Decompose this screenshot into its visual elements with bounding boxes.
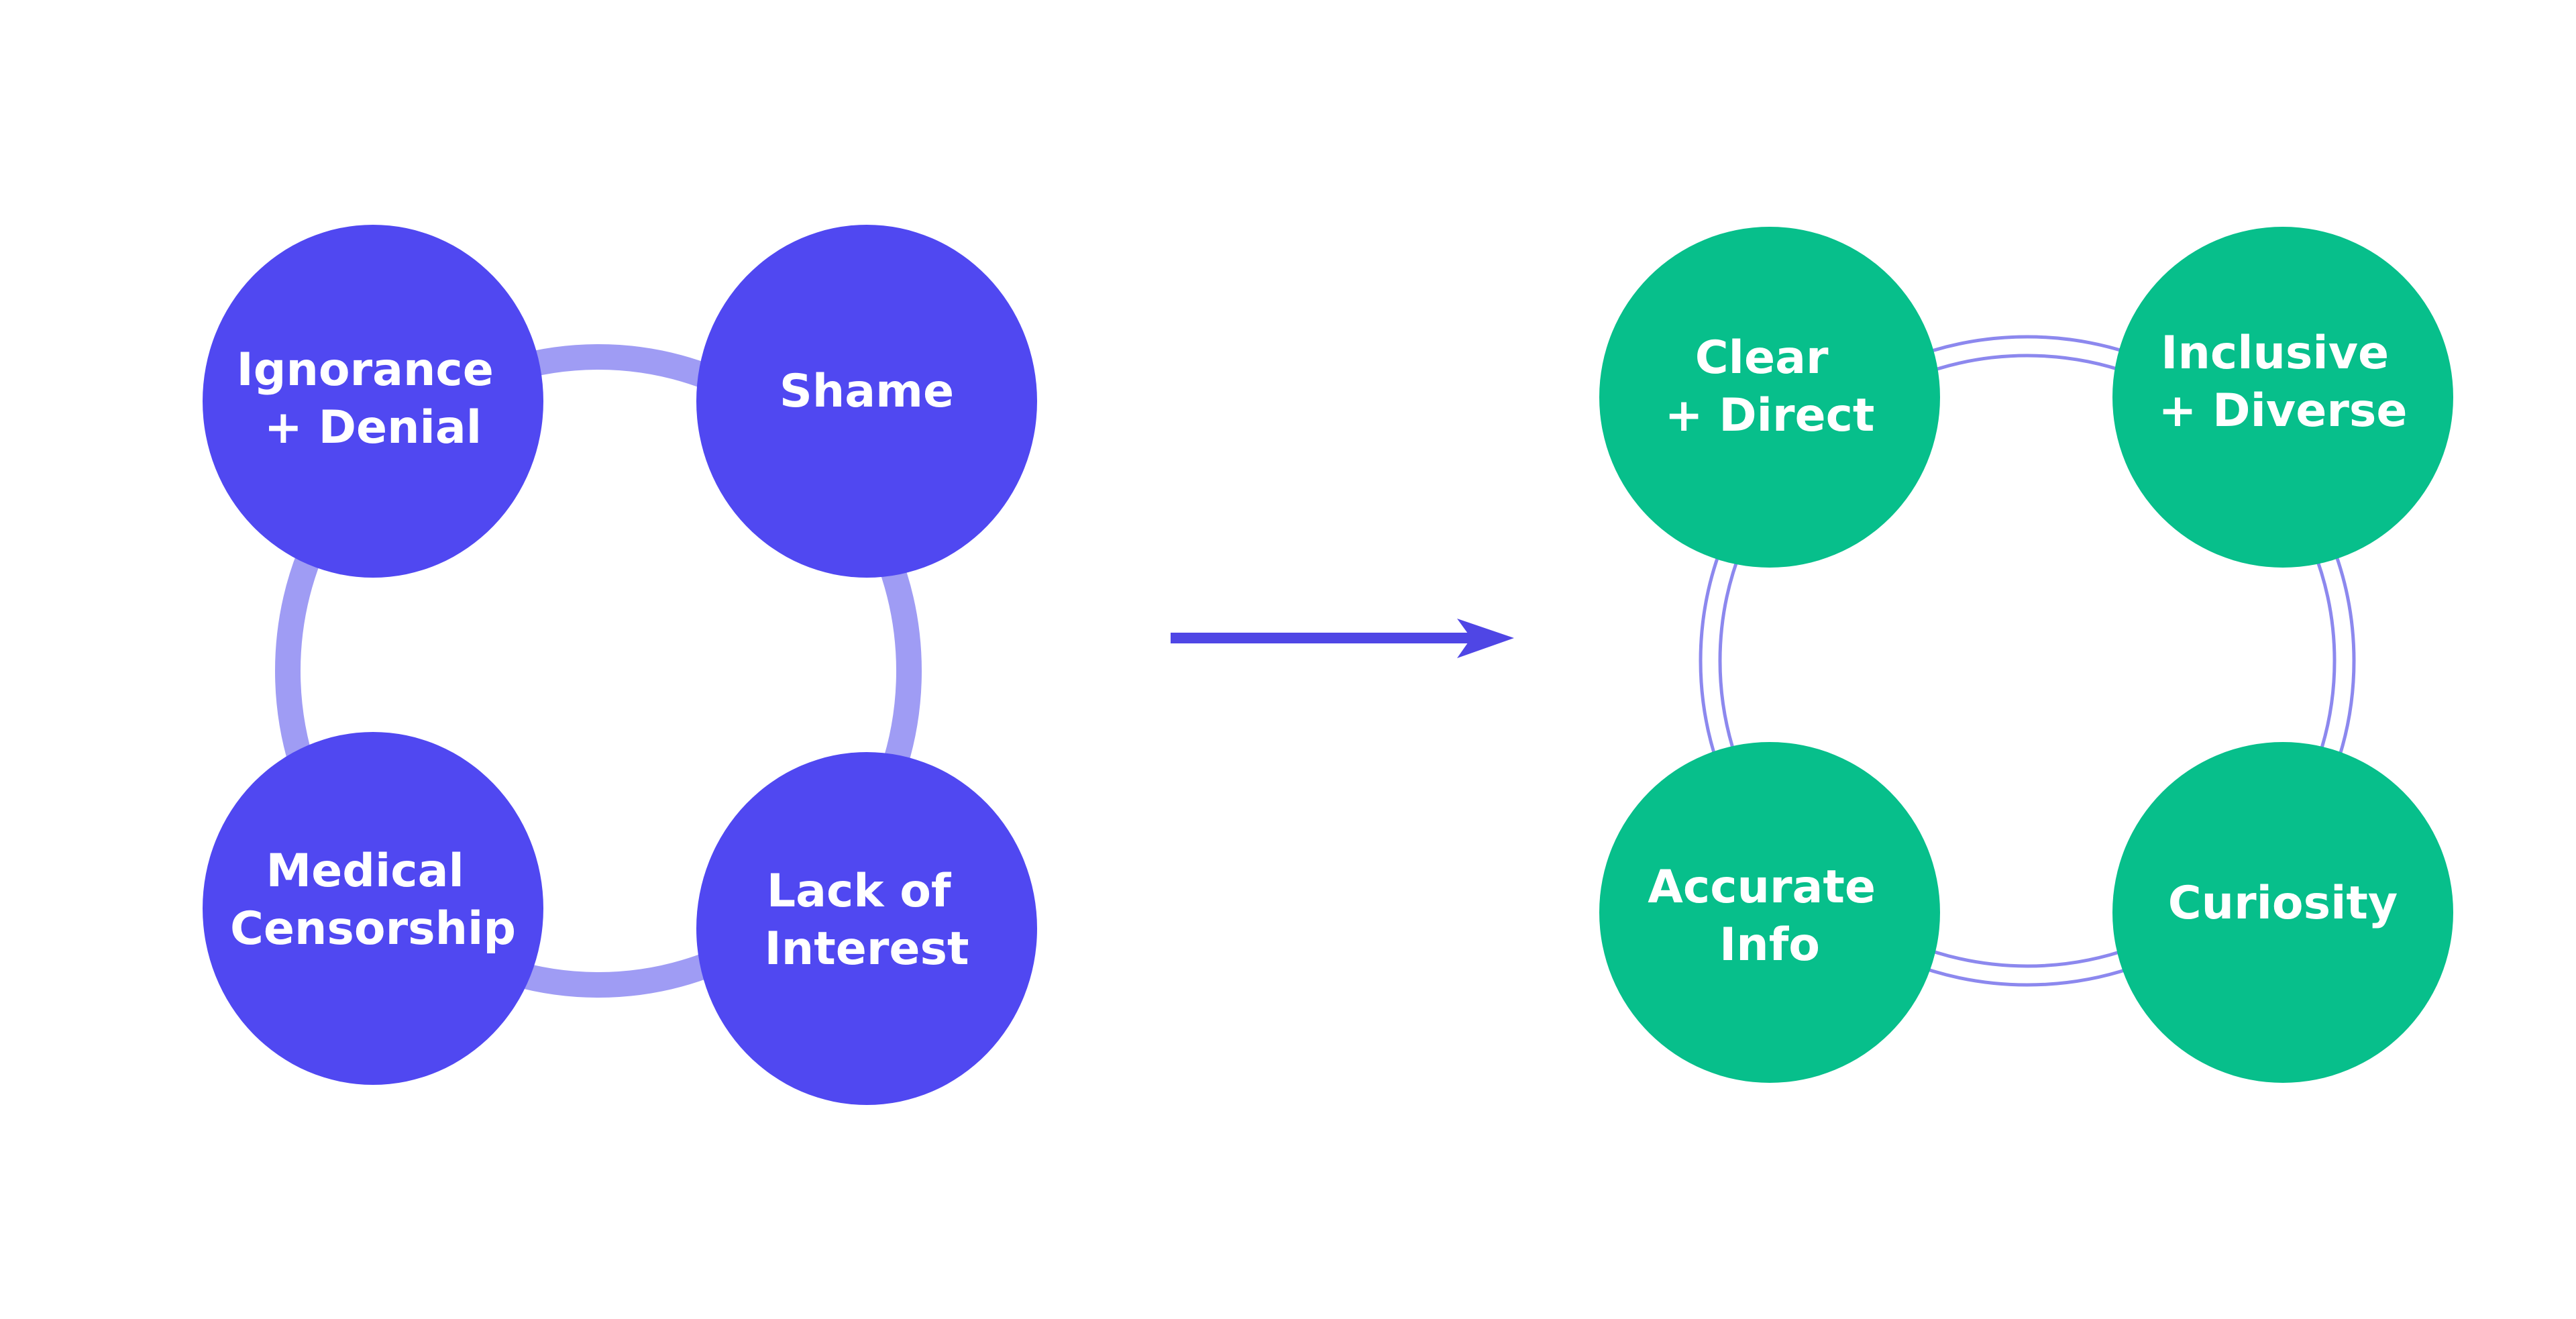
after-node-clear-direct-line-2: + Direct	[1665, 389, 1875, 442]
right-arrow-icon	[1171, 619, 1514, 658]
after-node-clear-direct-circle	[1599, 227, 1940, 568]
before-node-shame: Shame	[696, 225, 1037, 578]
before-node-ignorance-denial-line-2: + Denial	[264, 401, 482, 454]
after-node-curiosity: Curiosity	[2112, 742, 2453, 1083]
before-group: Ignorance + Denial Shame Medical Censors…	[203, 225, 1037, 1105]
after-node-inclusive-diverse-line-2: + Diverse	[2159, 384, 2408, 437]
before-node-lack-of-interest-line-1: Lack of	[767, 865, 952, 918]
after-node-clear-direct: Clear + Direct	[1599, 227, 1940, 568]
before-connector-ring	[275, 344, 922, 998]
before-node-lack-of-interest: Lack of Interest	[696, 752, 1037, 1105]
after-connector-ring-inner	[1718, 354, 2337, 968]
after-node-accurate-info-label: Accurate Info	[1648, 861, 1891, 971]
before-node-shame-label: Shame	[780, 365, 954, 418]
before-node-shame-line-1: Shame	[780, 365, 954, 418]
after-connector-ring-outer	[1699, 335, 2356, 987]
before-node-shame-circle	[696, 225, 1037, 578]
after-group: Clear + Direct Inclusive + Diverse Accur…	[1599, 227, 2453, 1083]
after-node-inclusive-diverse-label: Inclusive + Diverse	[2159, 327, 2408, 437]
before-node-medical-censorship-label: Medical Censorship	[230, 845, 516, 955]
arrow-head	[1457, 619, 1514, 658]
after-node-curiosity-line-1: Curiosity	[2168, 877, 2398, 930]
after-connector-ring	[1699, 335, 2356, 987]
before-node-ignorance-denial-label: Ignorance + Denial	[236, 344, 509, 454]
after-node-curiosity-label: Curiosity	[2168, 877, 2398, 930]
before-node-lack-of-interest-circle	[696, 752, 1037, 1105]
after-node-inclusive-diverse-line-1: Inclusive	[2161, 327, 2389, 380]
before-node-medical-censorship-line-2: Censorship	[230, 902, 516, 955]
after-node-accurate-info-line-1: Accurate	[1648, 861, 1876, 914]
before-node-lack-of-interest-line-2: Interest	[765, 922, 969, 975]
after-node-clear-direct-line-1: Clear	[1695, 331, 1829, 384]
before-node-medical-censorship-line-1: Medical	[266, 845, 464, 898]
before-node-ignorance-denial-circle	[203, 225, 543, 578]
after-node-inclusive-diverse-circle	[2112, 227, 2453, 568]
before-node-ignorance-denial: Ignorance + Denial	[203, 225, 543, 578]
before-node-medical-censorship-circle	[203, 732, 543, 1085]
after-node-accurate-info: Accurate Info	[1599, 742, 1940, 1083]
after-node-clear-direct-label: Clear + Direct	[1665, 331, 1875, 442]
after-node-inclusive-diverse: Inclusive + Diverse	[2112, 227, 2453, 568]
after-node-curiosity-circle	[2112, 742, 2453, 1083]
before-node-medical-censorship: Medical Censorship	[203, 732, 543, 1085]
before-node-ignorance-denial-line-1: Ignorance	[236, 344, 493, 397]
before-node-lack-of-interest-label: Lack of Interest	[765, 865, 969, 975]
after-node-accurate-info-circle	[1599, 742, 1940, 1083]
after-node-accurate-info-line-2: Info	[1719, 918, 1820, 971]
